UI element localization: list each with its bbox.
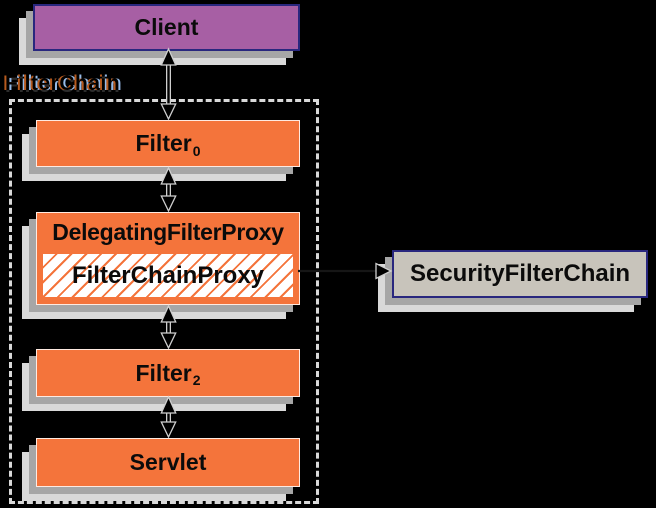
node-filter0-subscript: 0 bbox=[192, 142, 201, 159]
node-delegating-filter-proxy-label: DelegatingFilterProxy bbox=[52, 219, 284, 245]
node-filter0-label: Filter bbox=[135, 130, 192, 156]
filterchain-group-label: FilterChain bbox=[5, 72, 121, 95]
node-filter2-subscript: 2 bbox=[192, 372, 201, 388]
node-filter-chain-proxy: FilterChainProxy bbox=[41, 252, 295, 299]
node-security-filter-chain: SecurityFilterChain bbox=[392, 250, 648, 298]
node-servlet-label: Servlet bbox=[129, 449, 207, 475]
node-delegating-filter-proxy: DelegatingFilterProxy FilterChainProxy bbox=[36, 212, 300, 305]
node-client: Client bbox=[33, 4, 300, 51]
node-filter2-label: Filter bbox=[135, 359, 192, 386]
node-security-filter-chain-label: SecurityFilterChain bbox=[409, 260, 631, 287]
node-servlet: Servlet bbox=[36, 438, 300, 487]
filterchain-group-border bbox=[9, 99, 319, 504]
node-client-label: Client bbox=[134, 14, 199, 40]
node-filter-chain-proxy-label: FilterChainProxy bbox=[71, 261, 265, 289]
